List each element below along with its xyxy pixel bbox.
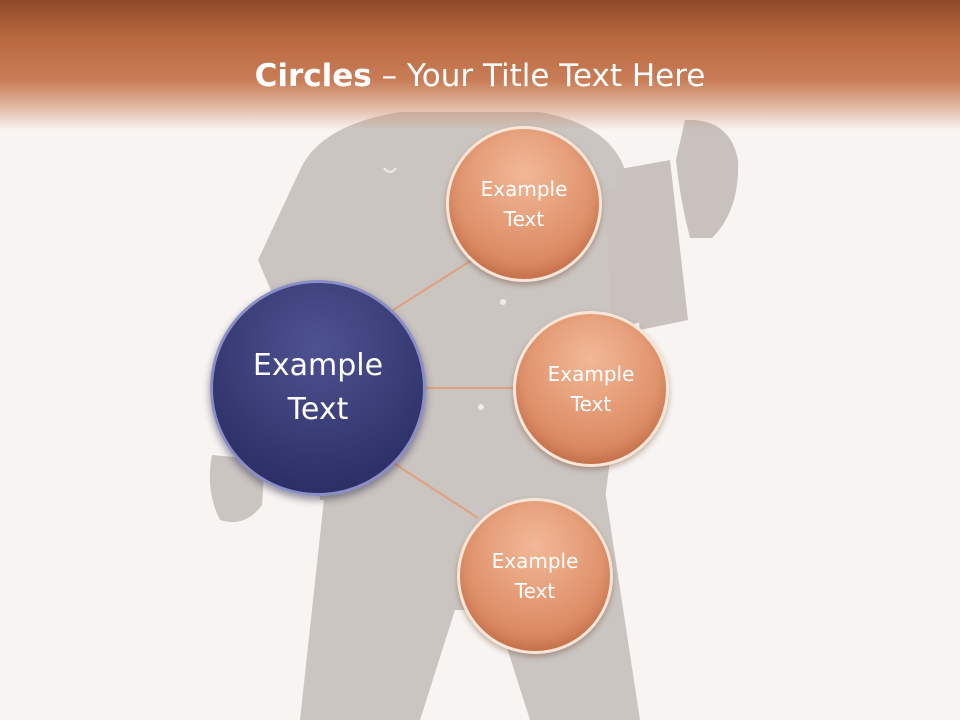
- node-text-line1: Example: [480, 177, 568, 201]
- node-text-line1: Example: [491, 549, 579, 573]
- node-circle-middle[interactable]: Example Text: [513, 311, 669, 467]
- connector-line-bottom: [391, 461, 479, 519]
- node-text-line1: Example: [547, 362, 635, 386]
- title-bold: Circles: [254, 58, 372, 94]
- node-circle-top[interactable]: Example Text: [446, 126, 602, 282]
- title-header: Circles – Your Title Text Here: [0, 0, 960, 130]
- node-text-line2: Text: [570, 392, 612, 416]
- title-rest: – Your Title Text Here: [371, 58, 706, 94]
- center-circle[interactable]: Example Text: [210, 280, 426, 496]
- center-circle-text-line1: Example: [252, 348, 384, 383]
- connector-line-top: [389, 257, 476, 313]
- node-text-line2: Text: [514, 579, 556, 603]
- node-text-line2: Text: [503, 207, 545, 231]
- slide-title: Circles – Your Title Text Here: [0, 52, 960, 100]
- node-circle-bottom[interactable]: Example Text: [457, 498, 613, 654]
- center-circle-text-line2: Text: [287, 392, 349, 427]
